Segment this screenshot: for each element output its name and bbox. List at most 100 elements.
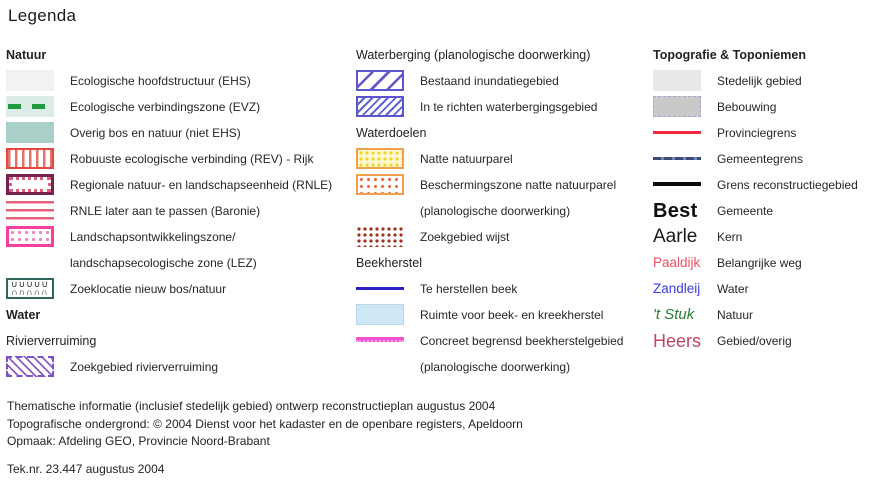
legend-label: Gemeente [717,204,774,218]
waterberging-swatch [356,96,404,117]
legend-label-line: Concreet begrensd beekherstelgebied [420,334,624,348]
legend-label-line: Grens reconstructiegebied [717,178,858,192]
legend-label: Gemeentegrens [717,146,803,172]
stedelijk-gebied-swatch [653,70,701,91]
legend-label-line: Te herstellen beek [420,282,518,296]
toponym-sample: Zandleij [653,281,701,296]
legend-label: Grens reconstructiegebied [717,172,858,198]
legend-label-line: Ecologische verbindingszone (EVZ) [70,100,261,114]
legend-row: Ruimte voor beek- en kreekherstel [356,302,652,328]
toponym-row: Aarle Kern [653,224,885,250]
legend-label: Regionale natuur- en landschapseenheid (… [70,172,332,198]
toponym-row: Paaldijk Belangrijke weg [653,250,885,276]
swatch-cell [6,120,70,143]
rnle-later-swatch [6,201,54,220]
swatch-cell [653,68,717,91]
legend-label: Bebouwing [717,94,776,120]
legend-column-waterberging-beekherstel: Waterberging (planologische doorwerking)… [356,42,652,380]
legend-label: Provinciegrens [717,120,796,146]
provinciegrens-swatch [653,131,701,134]
legend-label-line: RNLE later aan te passen (Baronie) [70,204,261,218]
swatch-cell [6,198,70,220]
swatch-cell [356,172,420,195]
toponym-sample: Heers [653,330,702,351]
swatch-cell [653,120,717,134]
legend-label-line: Beschermingszone natte natuurparel [420,178,617,192]
grens-reconstructiegebied-swatch [653,182,701,186]
legend-label: Overig bos en natuur (niet EHS) [70,120,241,146]
toponym-sample: Paaldijk [653,255,701,270]
page-title: Legenda [8,6,77,25]
legend-label-line: Ruimte voor beek- en kreekherstel [420,308,604,322]
legend-label-line: Regionale natuur- en landschapseenheid (… [70,178,333,192]
swatch-cell [6,146,70,169]
swatch-cell [6,68,70,91]
section-header: Natuur [6,48,47,62]
legend-label: Water [717,282,749,296]
legend-label-line: Natte natuurparel [420,152,513,166]
swatch-cell [356,328,420,342]
footer-line: Opmaak: Afdeling GEO, Provincie Noord-Br… [7,434,270,448]
legend-row: In te richten waterbergingsgebied [356,94,652,120]
swatch-cell [356,94,420,117]
swatch-cell [356,146,420,169]
swatch-cell [356,276,420,290]
section-header: Waterdoelen [356,126,427,140]
swatch-cell [653,94,717,117]
rev-swatch [6,148,54,169]
toponym-sample: 't Stuk [653,306,695,323]
section-header: Rivierverruiming [6,334,97,348]
legend-row: Natte natuurparel [356,146,652,172]
legend-row: Robuuste ecologische verbinding (REV) - … [6,146,351,172]
legend-label-line: (planologische doorwerking) [420,360,571,374]
legend-label: Beschermingszone natte natuurparel(plano… [420,172,616,224]
beekherstelgebied-swatch [356,337,404,342]
toponym-sample-cell: Best [653,200,717,223]
legend-label-line: Bebouwing [717,100,777,114]
legend-label: Zoekgebied wijst [420,224,509,250]
legend-label: Landschapsontwikkelingszone/landschapsec… [70,224,257,276]
gemeentegrens-swatch [653,157,701,160]
footer-line: Thematische informatie (inclusief stedel… [7,399,496,413]
legend-row: Bebouwing [653,94,885,120]
drawing-number: Tek.nr. 23.447 augustus 2004 [7,462,165,476]
swatch-cell [653,146,717,160]
toponym-row: Zandleij Water [653,276,885,302]
toponym-sample-cell: 't Stuk [653,306,717,324]
lez-swatch [6,226,54,247]
legend-row: Zoekgebied wijst [356,224,652,250]
footer-credits: Thematische informatie (inclusief stedel… [7,398,523,451]
legend-row: Zoeklocatie nieuw bos/natuur [6,276,351,302]
legend-label-line: landschapsecologische zone (LEZ) [70,256,257,270]
legend-row: Grens reconstructiegebied [653,172,885,198]
legend-label: Belangrijke weg [717,256,802,270]
legend-label: Stedelijk gebied [717,68,802,94]
legend-label: Ecologische hoofdstructuur (EHS) [70,68,251,94]
legend-row: Te herstellen beek [356,276,652,302]
legend-label: Zoekgebied rivierverruiming [70,354,218,380]
legend-row: Beschermingszone natte natuurparel(plano… [356,172,652,224]
wijst-swatch [356,226,404,247]
legend-label: Ecologische verbindingszone (EVZ) [70,94,260,120]
legend-label-line: Bestaand inundatiegebied [420,74,559,88]
rnle-swatch [6,174,54,195]
toponym-sample: Aarle [653,226,698,247]
legend-row: Gemeentegrens [653,146,885,172]
toponym-sample-cell: Zandleij [653,280,717,298]
legend-row: Concreet begrensd beekherstelgebied (plan… [356,328,652,380]
legend-label-line: In te richten waterbergingsgebied [420,100,598,114]
legend-label: In te richten waterbergingsgebied [420,94,597,120]
zoeklocatie-swatch [6,278,54,299]
legend-label: Te herstellen beek [420,276,517,302]
legend-row: Ecologische hoofdstructuur (EHS) [6,68,351,94]
swatch-cell [356,302,420,325]
toponym-sample-cell: Heers [653,331,717,352]
legend-row: Overig bos en natuur (niet EHS) [6,120,351,146]
footer-line: Topografische ondergrond: © 2004 Dienst … [7,416,523,431]
legend-row: Ecologische verbindingszone (EVZ) [6,94,351,120]
legend-row: Regionale natuur- en landschapseenheid (… [6,172,351,198]
legend-label: Kern [717,230,743,244]
legend-label-line: Overig bos en natuur (niet EHS) [70,126,241,140]
